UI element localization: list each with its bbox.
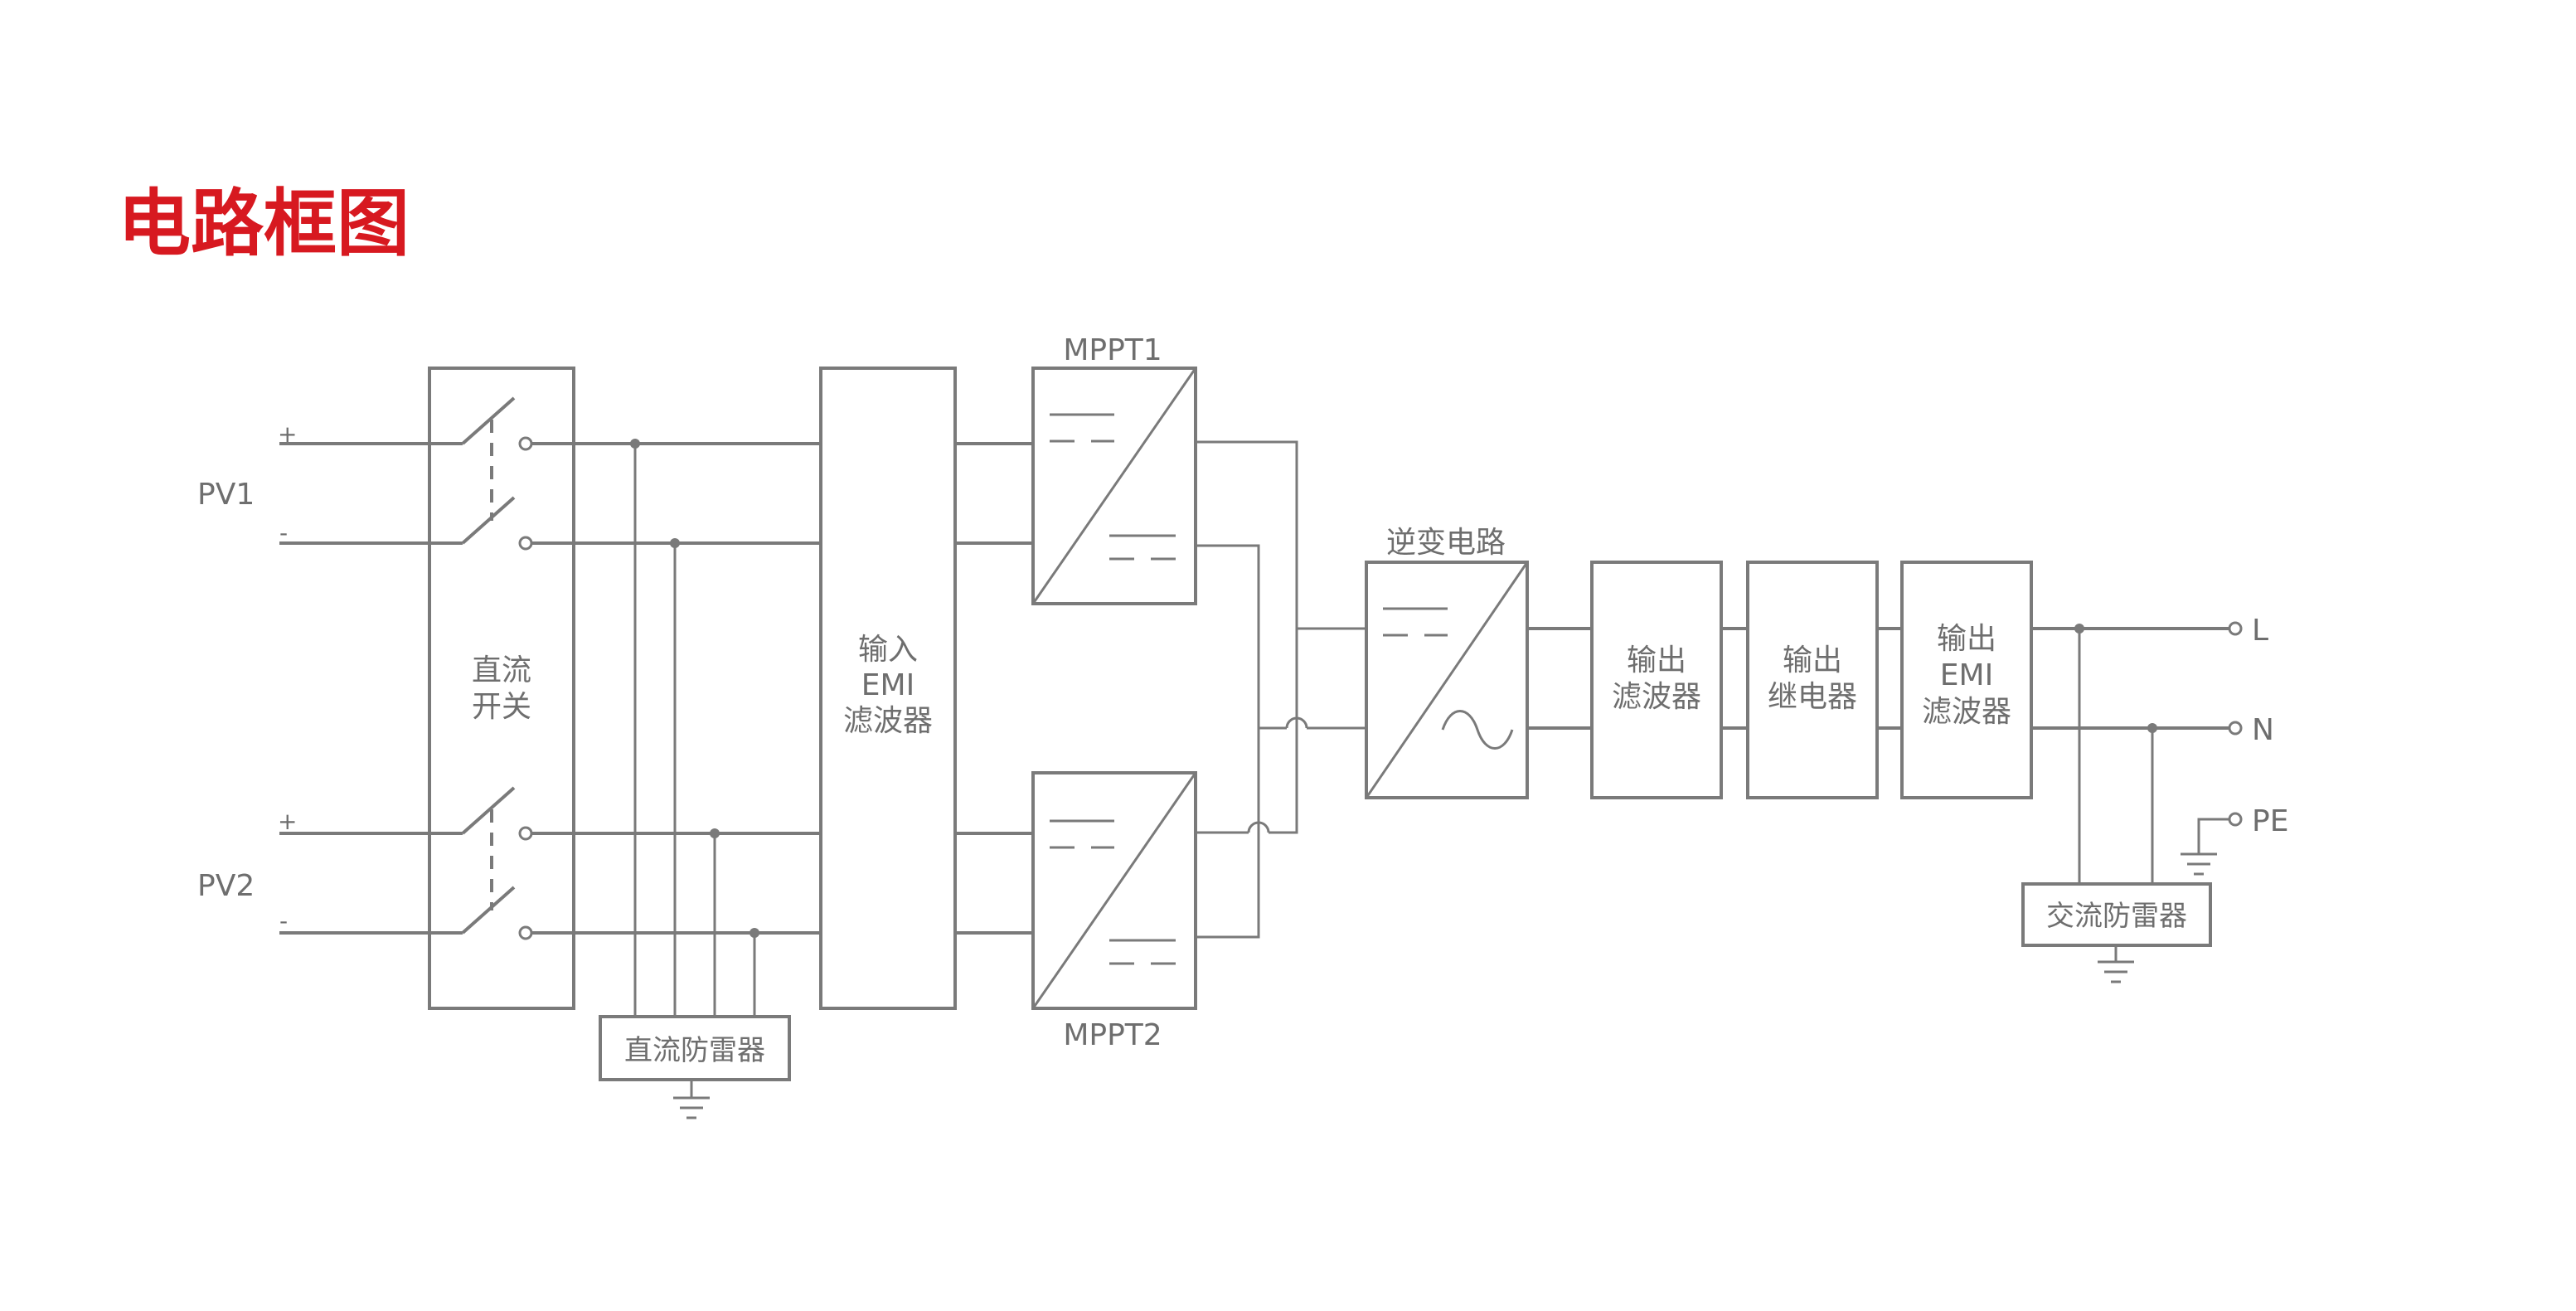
junction-dot — [2147, 723, 2157, 733]
input-emi-filter-box — [819, 367, 957, 1010]
bus-crossover-hop — [1285, 716, 1308, 729]
pv1-plus-switch-contact — [518, 436, 533, 451]
pv2-minus-switch-contact — [518, 925, 533, 940]
junction-dot — [670, 538, 680, 548]
mppt1-plus-out — [1196, 440, 1298, 834]
junction-dot — [2074, 624, 2084, 634]
mppt2-dc-dc-symbol — [1031, 772, 1197, 1009]
dc-switch-box — [428, 367, 575, 1010]
pv2-plus-switch-contact — [518, 826, 533, 841]
mppt2-label: MPPT2 — [1063, 1018, 1162, 1052]
pv1-minus-switch-blade — [461, 496, 516, 545]
terminal-l-label: L — [2252, 614, 2268, 648]
pv1-plus-switch-blade — [461, 396, 516, 445]
ac-spd-box — [2021, 882, 2212, 947]
pv2-plus-switch-blade — [461, 786, 516, 835]
pv1-plus-sign: + — [278, 420, 297, 448]
output-relay-label-line2: 继电器 — [1768, 680, 1857, 714]
terminal-l — [2228, 621, 2243, 636]
mppt1-dc-dc-symbol — [1031, 367, 1197, 605]
input-emi-label-line2: EMI — [861, 668, 914, 702]
terminal-pe — [2228, 812, 2243, 827]
output-relay-box — [1746, 561, 1879, 799]
pv2-minus-sign: - — [279, 907, 288, 935]
output-filter-box — [1590, 561, 1723, 799]
pv1-minus-switch-contact — [518, 536, 533, 551]
junction-dot — [630, 439, 640, 449]
terminal-pe-label: PE — [2252, 804, 2288, 838]
dc-switch-label-line1: 直流 — [472, 653, 531, 687]
output-emi-label-line3: 滤波器 — [1922, 695, 2011, 729]
pv2-plus-sign: + — [278, 808, 297, 835]
mppt1-minus-out — [1196, 544, 1260, 939]
mppt1-label: MPPT1 — [1063, 333, 1162, 367]
pv1-minus-sign: - — [279, 519, 288, 546]
pe-ground-icon — [2181, 852, 2217, 876]
terminal-n-label: N — [2252, 713, 2274, 747]
output-emi-filter-box — [1900, 561, 2033, 799]
output-emi-label-line1: 输出 — [1937, 622, 1996, 656]
output-relay-label-line1: 输出 — [1783, 643, 1842, 677]
ac-spd-label: 交流防雷器 — [2046, 900, 2187, 933]
pv2-minus-switch-blade — [461, 886, 516, 935]
dc-spd-box — [599, 1015, 791, 1081]
output-filter-label-line2: 滤波器 — [1612, 680, 1701, 714]
dc-spd-ground-icon — [673, 1096, 710, 1119]
pv1-label: PV1 — [197, 478, 255, 512]
terminal-n — [2228, 721, 2243, 736]
pe-wire — [2197, 818, 2229, 854]
junction-dot — [750, 928, 759, 938]
pv2-label: PV2 — [197, 869, 255, 903]
dc-switch-label-line2: 开关 — [472, 690, 531, 724]
dc-spd-label: 直流防雷器 — [624, 1034, 765, 1067]
input-emi-label-line1: 输入 — [858, 633, 918, 667]
ac-spd-ground-icon — [2098, 960, 2134, 983]
inverter-label: 逆变电路 — [1386, 526, 1506, 560]
junction-dot — [710, 828, 720, 838]
input-emi-label-line3: 滤波器 — [843, 704, 933, 738]
page-title: 电路框图 — [118, 181, 410, 266]
output-emi-label-line2: EMI — [1940, 658, 1993, 692]
inverter-dc-ac-symbol — [1365, 561, 1529, 799]
output-filter-label-line1: 输出 — [1627, 643, 1686, 677]
